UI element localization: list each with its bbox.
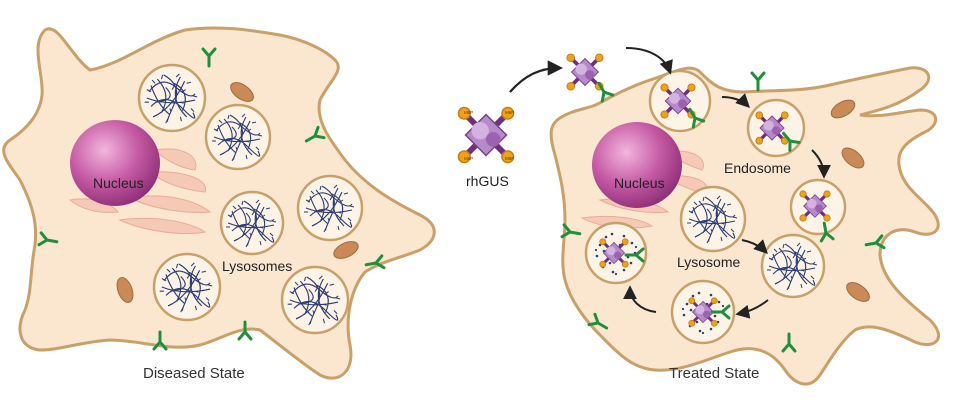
pathway-arrow-icon xyxy=(721,93,750,108)
lysosome-left-2 xyxy=(204,103,272,171)
nucleus-left xyxy=(70,120,160,206)
golgi-apparatus-left xyxy=(68,148,212,234)
lysosome-left-4 xyxy=(296,174,364,242)
pathway-arrow-icon xyxy=(735,299,769,319)
treated-state-caption: Treated State xyxy=(669,365,760,382)
lysosome-right-substrate xyxy=(679,185,747,253)
diseased-state-caption: Diseased State xyxy=(143,365,245,382)
m6p-tag-label: M6P xyxy=(464,110,473,115)
lysosome-left-5 xyxy=(152,252,222,322)
lysosomes-label: Lysosomes xyxy=(222,258,293,274)
m6p-tag-label: M6P xyxy=(505,110,514,115)
pathway-arrow-icon xyxy=(509,60,564,93)
pathway-arrow-icon xyxy=(625,47,673,75)
pathway-arrow-icon xyxy=(623,285,657,313)
lysosome-left-6 xyxy=(280,265,350,335)
m6p-tag-label: M6P xyxy=(464,156,473,161)
m6p-tag-label: M6P xyxy=(505,156,514,161)
diseased-cell-membrane xyxy=(2,26,436,380)
lysosome-right-fusing xyxy=(760,233,826,299)
endosome-label: Endosome xyxy=(724,160,791,176)
nucleus-right xyxy=(592,122,682,208)
diseased-cell xyxy=(2,26,436,380)
endosome xyxy=(746,98,806,158)
nucleus-left-label: Nucleus xyxy=(93,175,144,191)
endocytosis-vesicle-top xyxy=(648,69,712,133)
lysosome-label: Lysosome xyxy=(677,254,741,270)
m6p-receptor-icon xyxy=(750,71,766,92)
rhgus-label: rhGUS xyxy=(466,173,509,189)
rhgus-enzyme-icon xyxy=(458,107,513,162)
rhgus-bound-receptor xyxy=(565,52,615,103)
transport-vesicle xyxy=(789,178,847,243)
pathway-arrow-icon xyxy=(811,149,831,179)
lysosome-left-1 xyxy=(137,63,207,133)
lysosome-right-cleared xyxy=(584,221,648,285)
lysosome-right-degrading xyxy=(670,279,736,345)
pathway-arrow-icon xyxy=(741,239,768,254)
treated-cell xyxy=(549,47,941,386)
lysosome-left-3 xyxy=(219,190,285,256)
nucleus-right-label: Nucleus xyxy=(614,175,665,191)
